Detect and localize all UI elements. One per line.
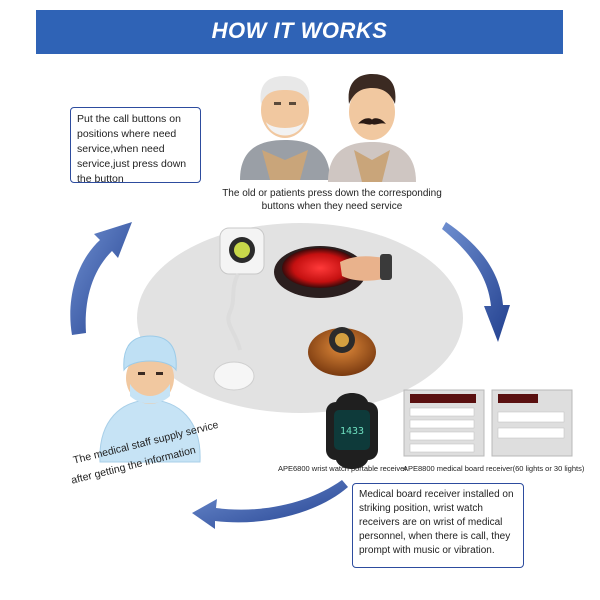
step-place-buttons: Put the call buttons on positions where … [70,107,201,185]
call-button-icon [213,227,265,391]
arrow-left [70,222,132,335]
board-caption: APE8800 medical board receiver(60 lights… [403,464,585,473]
nurse-icon [99,335,201,463]
header-banner: HOW IT WORKS [36,10,563,54]
mustache-man-icon [328,74,416,182]
board-receiver-icon [403,389,573,457]
arrow-top-right [442,222,510,342]
wood-call-button-icon [308,327,376,376]
step-patients-press: The old or patients press down the corre… [222,188,442,212]
watch-receiver-icon: 1433 [326,393,378,469]
elderly-man-icon [240,76,330,180]
watch-caption: APE6800 wrist watch portable receiver [278,464,407,473]
red-call-button-icon [274,246,392,298]
arrow-bottom [192,480,348,529]
watch-display-digits: 1433 [340,426,364,437]
step-receiver-info: Medical board receiver installed on stri… [352,483,524,568]
page-title: HOW IT WORKS [211,18,388,43]
